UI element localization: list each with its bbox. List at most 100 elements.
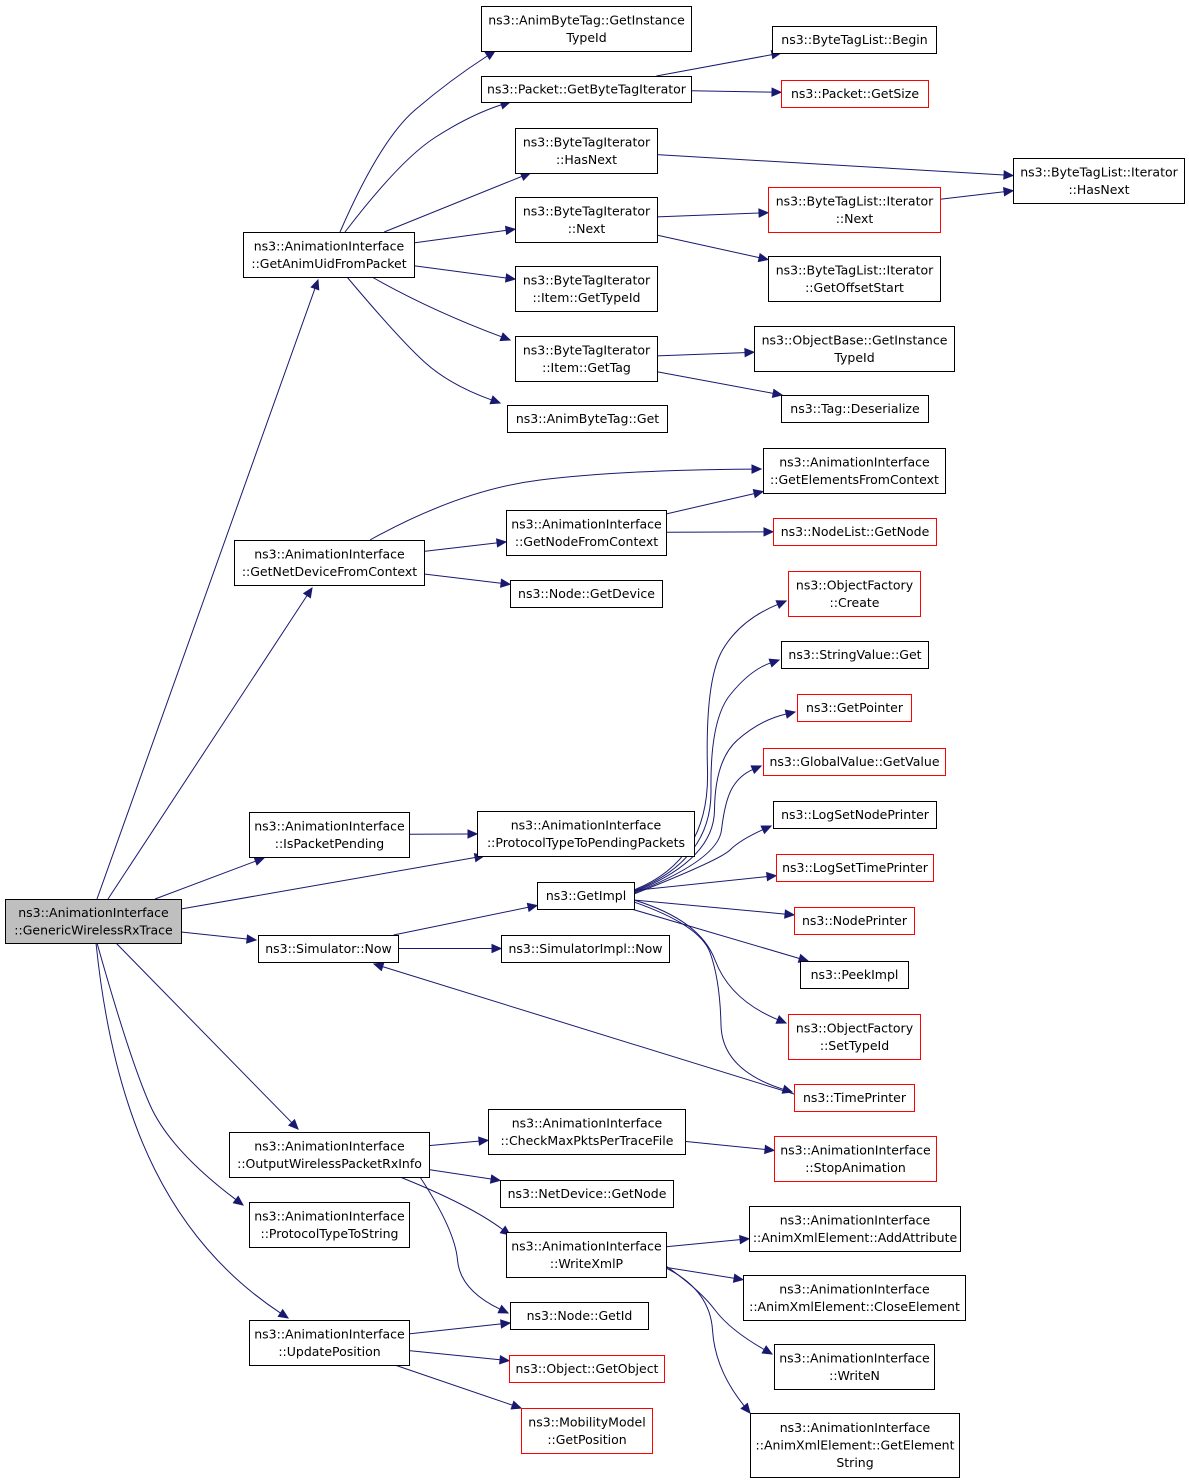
function-node-objectFactorySetTypeId[interactable]: ns3::ObjectFactory::SetTypeId bbox=[788, 1014, 921, 1060]
function-node-packetGetByteTagIterator[interactable]: ns3::Packet::GetByteTagIterator bbox=[481, 76, 692, 103]
arrowhead bbox=[232, 1195, 244, 1206]
node-box bbox=[500, 1180, 674, 1208]
node-label-line: ns3::MobilityModel bbox=[528, 1414, 645, 1429]
function-node-peekImpl[interactable]: ns3::PeekImpl bbox=[800, 961, 909, 989]
function-node-logSetTimePrinter[interactable]: ns3::LogSetTimePrinter bbox=[776, 854, 934, 882]
function-node-nodePrinter[interactable]: ns3::NodePrinter bbox=[794, 907, 915, 935]
function-node-nodeListGetNode[interactable]: ns3::NodeList::GetNode bbox=[773, 518, 937, 546]
function-node-closeElement[interactable]: ns3::AnimationInterface::AnimXmlElement:… bbox=[743, 1275, 966, 1321]
node-box bbox=[1013, 158, 1185, 204]
call-edge-getNetDeviceFromContext-to-getNodeFromContext bbox=[423, 538, 508, 552]
node-label-line: ns3::ByteTagIterator bbox=[523, 134, 651, 149]
arrowhead bbox=[775, 600, 788, 610]
function-node-isPacketPending[interactable]: ns3::AnimationInterface::IsPacketPending bbox=[249, 812, 410, 858]
function-node-byteTagListIterNext[interactable]: ns3::ByteTagList::Iterator::Next bbox=[768, 187, 941, 233]
call-edge-line bbox=[180, 857, 476, 910]
function-node-globalValueGetValue[interactable]: ns3::GlobalValue::GetValue bbox=[763, 748, 946, 776]
arrowhead bbox=[496, 538, 508, 548]
node-label-line: ::SetTypeId bbox=[820, 1038, 889, 1053]
call-edge-line bbox=[684, 1140, 766, 1150]
function-node-getNodeFromContext[interactable]: ns3::AnimationInterface::GetNodeFromCont… bbox=[506, 510, 667, 556]
call-edge-packetGetByteTagIterator-to-packetGetSize bbox=[690, 87, 783, 97]
node-box bbox=[537, 882, 635, 910]
call-edge-line bbox=[665, 1239, 741, 1248]
function-node-writeXmlP[interactable]: ns3::AnimationInterface::WriteXmlP bbox=[506, 1232, 667, 1278]
node-label-line: ns3::AnimByteTag::GetInstance bbox=[488, 12, 685, 27]
function-node-byteTagIterHasNext[interactable]: ns3::ByteTagIterator::HasNext bbox=[515, 128, 658, 174]
node-label-line: ::Create bbox=[830, 595, 880, 610]
node-box bbox=[510, 580, 663, 608]
call-edge-line bbox=[95, 942, 281, 1314]
call-edge-getAnimUid-to-byteTagIterNext bbox=[413, 225, 517, 244]
function-node-tagDeserialize[interactable]: ns3::Tag::Deserialize bbox=[781, 395, 929, 423]
function-node-stopAnimation[interactable]: ns3::AnimationInterface::StopAnimation bbox=[774, 1136, 937, 1182]
arrowhead bbox=[732, 1273, 745, 1283]
node-box bbox=[488, 1109, 686, 1155]
function-node-getImpl[interactable]: ns3::GetImpl bbox=[537, 882, 635, 910]
function-node-byteTagListIterGetOffsetStart[interactable]: ns3::ByteTagList::Iterator::GetOffsetSta… bbox=[768, 256, 941, 302]
node-label-line: ns3::GetImpl bbox=[546, 888, 626, 903]
function-node-getElementString[interactable]: ns3::AnimationInterface::AnimXmlElement:… bbox=[750, 1413, 960, 1478]
node-box bbox=[788, 1014, 921, 1060]
arrowhead bbox=[1003, 170, 1015, 180]
node-label-line: ns3::NodeList::GetNode bbox=[781, 524, 930, 539]
function-node-getElementsFromContext[interactable]: ns3::AnimationInterface::GetElementsFrom… bbox=[763, 448, 946, 494]
call-edge-line bbox=[394, 1364, 513, 1406]
call-edge-line bbox=[96, 942, 237, 1200]
function-node-protocolTypeToString[interactable]: ns3::AnimationInterface::ProtocolTypeToS… bbox=[249, 1202, 410, 1248]
call-edge-line bbox=[96, 288, 316, 900]
call-edge-line bbox=[656, 352, 746, 357]
function-node-objectFactoryCreate[interactable]: ns3::ObjectFactory::Create bbox=[788, 571, 921, 617]
function-node-netDeviceGetNode[interactable]: ns3::NetDevice::GetNode bbox=[500, 1180, 674, 1208]
function-node-logSetNodePrinter[interactable]: ns3::LogSetNodePrinter bbox=[773, 801, 937, 829]
function-node-checkMaxPkts[interactable]: ns3::AnimationInterface::CheckMaxPktsPer… bbox=[488, 1109, 686, 1155]
call-edge-getImpl-to-getPointer bbox=[633, 709, 797, 893]
node-label-line: ns3::AnimationInterface bbox=[780, 1212, 931, 1227]
arrowhead bbox=[510, 1400, 523, 1410]
function-node-byteTagIterItemGetTypeId[interactable]: ns3::ByteTagIterator::Item::GetTypeId bbox=[515, 266, 658, 312]
node-box bbox=[774, 1136, 937, 1182]
node-label-line: ::GetNetDeviceFromContext bbox=[242, 564, 417, 579]
function-node-mobilityModelGetPosition[interactable]: ns3::MobilityModel::GetPosition bbox=[521, 1408, 653, 1454]
node-box bbox=[501, 935, 670, 963]
arrowhead bbox=[775, 1014, 788, 1024]
arrowhead bbox=[740, 1402, 751, 1414]
function-node-animByteTagGet[interactable]: ns3::AnimByteTag::Get bbox=[507, 405, 668, 433]
function-node-objectGetObject[interactable]: ns3::Object::GetObject bbox=[509, 1355, 665, 1383]
function-node-getPointer[interactable]: ns3::GetPointer bbox=[797, 694, 912, 722]
function-node-updatePosition[interactable]: ns3::AnimationInterface::UpdatePosition bbox=[249, 1320, 410, 1366]
function-node-simulatorImplNow[interactable]: ns3::SimulatorImpl::Now bbox=[501, 935, 670, 963]
function-node-outputWirelessPacketRxInfo[interactable]: ns3::AnimationInterface::OutputWirelessP… bbox=[229, 1132, 430, 1178]
function-node-timePrinter[interactable]: ns3::TimePrinter bbox=[794, 1084, 915, 1112]
function-node-byteTagListIterHasNext[interactable]: ns3::ByteTagList::Iterator::HasNext bbox=[1013, 158, 1185, 204]
function-node-nodeGetId[interactable]: ns3::Node::GetId bbox=[510, 1302, 649, 1330]
function-node-byteTagListBegin[interactable]: ns3::ByteTagList::Begin bbox=[772, 26, 937, 54]
call-edge-byteTagListIterNext-to-byteTagListIterHasNext bbox=[939, 187, 1015, 200]
node-box bbox=[794, 907, 915, 935]
node-label-line: ns3::PeekImpl bbox=[811, 967, 899, 982]
node-label-line: ::AnimXmlElement::GetElement bbox=[756, 1438, 955, 1453]
function-node-stringValueGet[interactable]: ns3::StringValue::Get bbox=[781, 641, 929, 669]
function-node-getNetDeviceFromContext[interactable]: ns3::AnimationInterface::GetNetDeviceFro… bbox=[234, 540, 425, 586]
function-node-nodeGetDevice[interactable]: ns3::Node::GetDevice bbox=[510, 580, 663, 608]
node-label-line: ns3::ObjectFactory bbox=[796, 577, 914, 592]
function-node-getAnimUid[interactable]: ns3::AnimationInterface::GetAnimUidFromP… bbox=[243, 232, 415, 278]
function-node-protocolTypeToPendingPackets[interactable]: ns3::AnimationInterface::ProtocolTypeToP… bbox=[477, 811, 695, 857]
function-node-simulatorNow[interactable]: ns3::Simulator::Now bbox=[258, 935, 399, 963]
function-node-byteTagIterNext[interactable]: ns3::ByteTagIterator::Next bbox=[515, 197, 658, 243]
node-label-line: ::OutputWirelessPacketRxInfo bbox=[237, 1156, 422, 1171]
node-box bbox=[763, 448, 946, 494]
call-edge-line bbox=[428, 1140, 480, 1147]
function-node-writeN[interactable]: ns3::AnimationInterface::WriteN bbox=[774, 1344, 935, 1390]
function-node-byteTagIterItemGetTag[interactable]: ns3::ByteTagIterator::Item::GetTag bbox=[515, 336, 658, 382]
call-edge-getAnimUid-to-animByteTagGetInstanceTypeId bbox=[339, 50, 497, 233]
function-node-addAttribute[interactable]: ns3::AnimationInterface::AnimXmlElement:… bbox=[749, 1206, 961, 1252]
function-node-packetGetSize[interactable]: ns3::Packet::GetSize bbox=[781, 80, 929, 108]
arrowhead bbox=[497, 1304, 510, 1314]
node-label-line: ns3::AnimationInterface bbox=[512, 1115, 663, 1130]
function-node-root[interactable]: ns3::AnimationInterface::GenericWireless… bbox=[5, 899, 182, 944]
call-edge-line bbox=[346, 276, 492, 401]
